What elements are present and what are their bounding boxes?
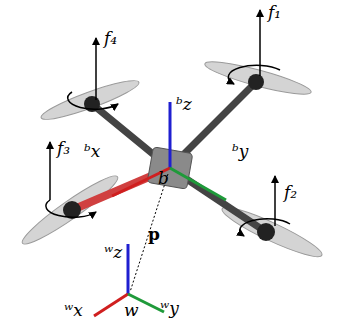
- axis-label: ᵇy: [232, 143, 248, 160]
- axis-label: ᵇx: [84, 143, 100, 160]
- force-label: f₄: [104, 30, 117, 47]
- vector-label: p: [148, 226, 160, 243]
- axis-label: ʷy: [160, 300, 179, 317]
- force-label: f₃: [57, 140, 70, 157]
- axis-label: ʷz: [104, 244, 122, 261]
- origin-label: b: [158, 170, 169, 187]
- force-label: f₂: [284, 184, 297, 201]
- origin-label: w: [124, 302, 139, 319]
- force-label: f₁: [268, 4, 281, 21]
- axis-label: ᵇz: [176, 96, 192, 113]
- axis-label: ʷx: [64, 302, 83, 319]
